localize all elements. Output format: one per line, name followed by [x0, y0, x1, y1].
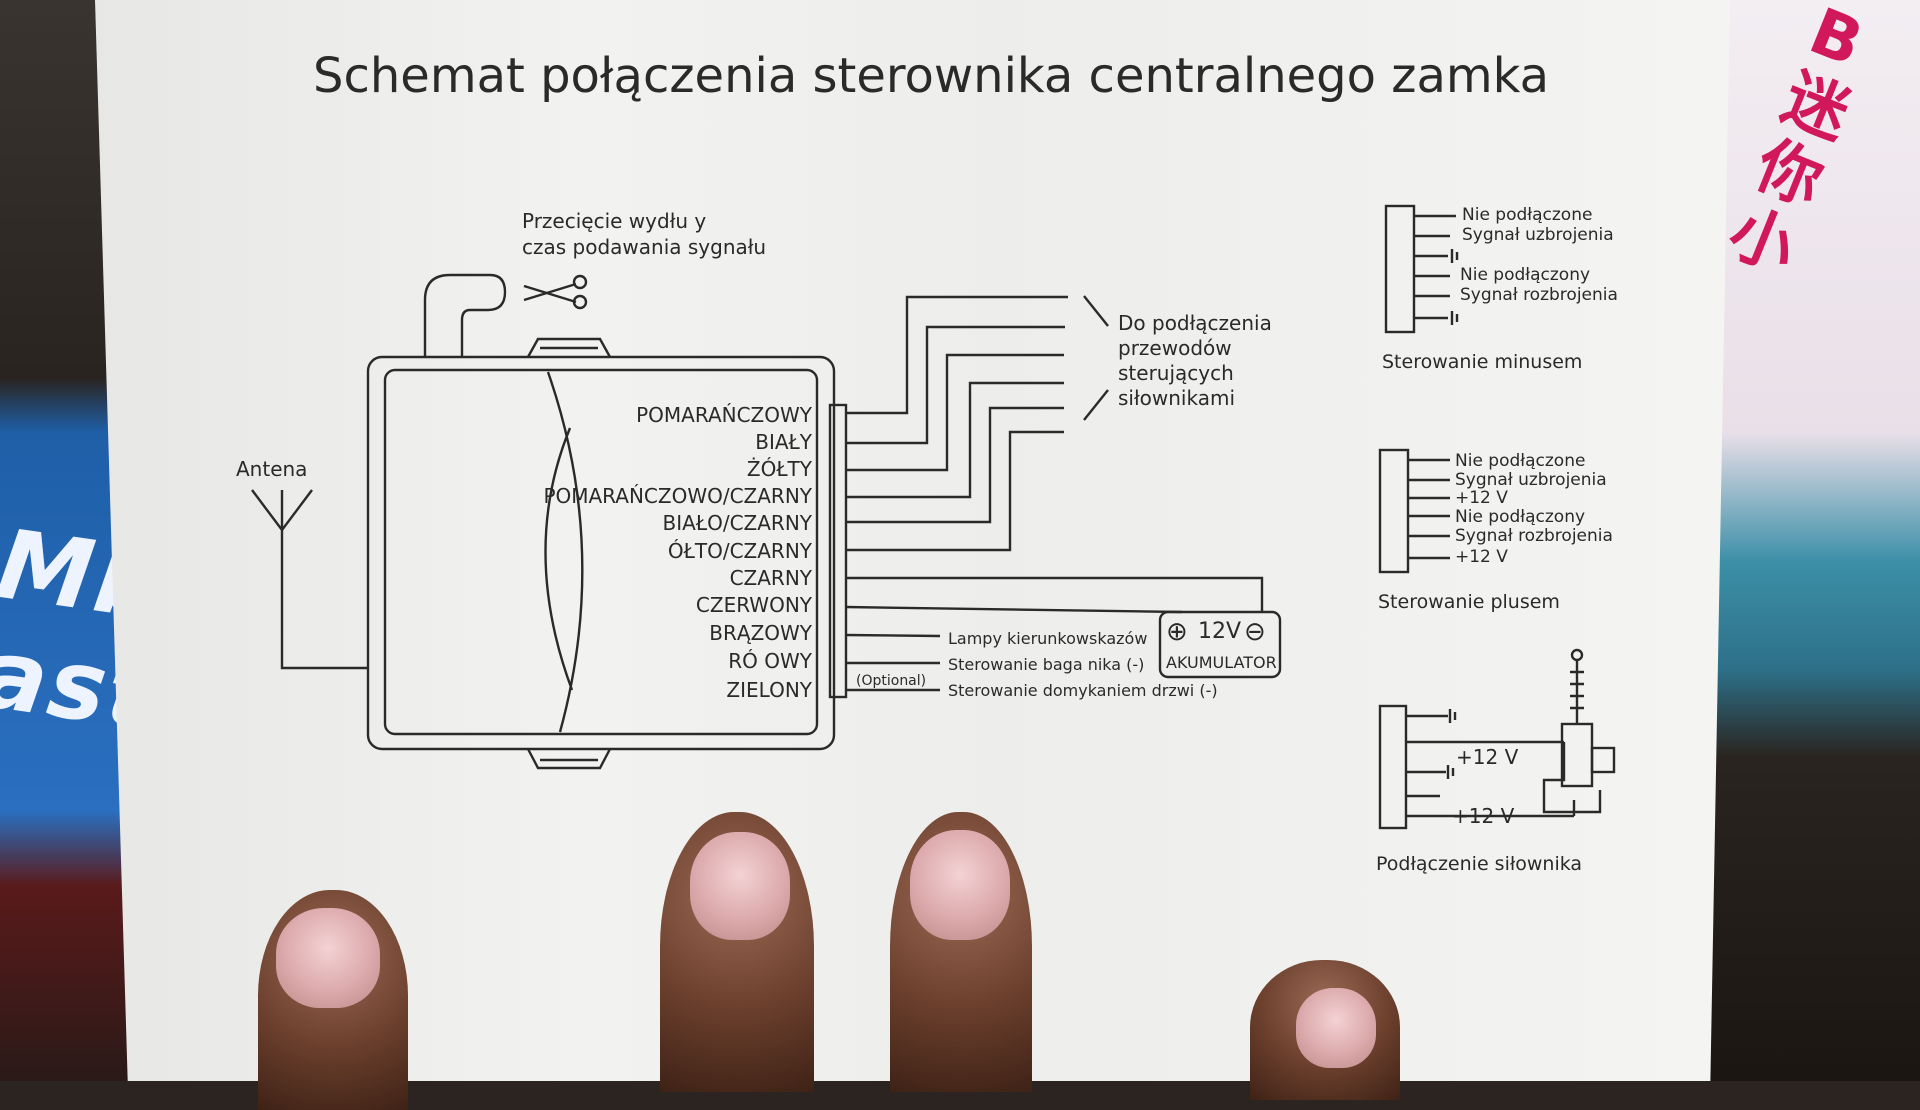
battery-box — [1158, 610, 1282, 679]
fingernail-3 — [910, 830, 1010, 940]
wire-label-orange: POMARAŃCZOWY — [636, 403, 813, 427]
plus-panel-caption: Sterowanie plusem — [1378, 591, 1560, 613]
actuator-panel-block — [1378, 704, 1408, 830]
minus-panel-leads — [1414, 214, 1456, 320]
minus-panel-ground-2 — [1450, 311, 1459, 325]
scissors-icon — [523, 282, 577, 304]
wire-orange — [846, 295, 1068, 415]
actuator-tab — [1590, 746, 1616, 774]
controller-box-inner — [383, 368, 819, 736]
lamps-label: Lampy kierunkowskazów — [948, 629, 1147, 648]
scissors-ring-bottom — [572, 294, 588, 310]
minus-panel-line-4: Sygnał rozbrojenia — [1460, 285, 1618, 305]
wire-yellow — [846, 353, 1064, 472]
optional-label: (Optional) — [856, 673, 926, 689]
wire-connector — [828, 403, 848, 699]
battery-label: AKUMULATOR — [1166, 653, 1277, 672]
plus-panel-leads — [1408, 458, 1450, 560]
antenna — [251, 489, 368, 670]
wire-label-orange-black: POMARAŃCZOWO/CZARNY — [543, 484, 812, 508]
actuator-wires — [1542, 742, 1602, 816]
wire-label-yellow: ŻÓŁTY — [747, 457, 813, 481]
cut-note-line-1: Przecięcie wydłu y — [522, 209, 706, 233]
battery-minus-icon: ⊖ — [1244, 617, 1266, 647]
plus-panel-block — [1378, 448, 1410, 574]
controller-box-outer — [366, 355, 836, 751]
mount-bracket-bottom — [526, 748, 612, 770]
wire-label-black: CZARNY — [730, 566, 813, 590]
cut-loop — [423, 273, 507, 357]
minus-panel-line-2: Sygnał uzbrojenia — [1462, 225, 1614, 245]
plus-panel-line-6: +12 V — [1455, 547, 1508, 567]
wire-label-white: BIAŁY — [755, 430, 813, 454]
wire-label-green: ZIELONY — [726, 678, 812, 702]
wiring-diagram: Schemat połączenia sterownika centralneg… — [0, 0, 1920, 1081]
diagram-title: Schemat połączenia sterownika centralneg… — [313, 48, 1549, 104]
plus-panel-line-4: Nie podłączony — [1455, 507, 1585, 527]
actuator-panel-leads — [1406, 714, 1574, 818]
actuator-panel-voltage-1: +12 V — [1456, 745, 1519, 769]
wire-label-red: CZERWONY — [696, 593, 813, 617]
actuator-panel-voltage-2: +12 V — [1452, 804, 1515, 828]
actuator-panel-caption: Podłączenie siłownika — [1376, 853, 1582, 875]
wire-label-brown: BRĄZOWY — [709, 621, 813, 645]
actuator-panel-ground-2 — [1446, 765, 1455, 779]
fingernail-1 — [276, 908, 380, 1008]
actuator-panel-ground-1 — [1448, 709, 1457, 723]
controller-inner-curve-b — [544, 427, 574, 691]
controller-inner-curve-a — [546, 371, 584, 733]
wire-brown — [845, 633, 941, 638]
plus-panel-line-5: Sygnał rozbrojenia — [1455, 526, 1613, 546]
cut-note-line-2: czas podawania sygnału — [522, 235, 766, 259]
actuator-note-line-1: Do podłączenia — [1118, 311, 1272, 335]
mount-bracket-top — [526, 337, 612, 358]
actuator-note-line-2: przewodów — [1118, 336, 1232, 360]
fingernail-4 — [1296, 988, 1376, 1068]
scissors-ring-top — [572, 274, 588, 290]
wire-label-white-black: BIAŁO/CZARNY — [663, 511, 813, 535]
actuator-note-line-3: sterujących — [1118, 361, 1234, 385]
wire-orange-black — [846, 381, 1064, 499]
battery-plus-icon: ⊕ — [1166, 617, 1188, 647]
plus-panel-line-2: Sygnał uzbrojenia — [1455, 470, 1607, 490]
dome-label: Sterowanie domykaniem drzwi (-) — [948, 681, 1218, 700]
minus-panel-line-1: Nie podłączone — [1462, 205, 1592, 225]
note-bracket — [1083, 295, 1109, 421]
wire-white — [846, 325, 1065, 445]
minus-panel-block — [1384, 204, 1416, 334]
wire-label-yellow-black: ÓŁTO/CZARNY — [668, 539, 813, 563]
plus-panel-line-1: Nie podłączone — [1455, 451, 1585, 471]
antenna-label: Antena — [236, 457, 307, 481]
fingernail-2 — [690, 832, 790, 940]
plus-panel-line-3: +12 V — [1455, 488, 1508, 508]
wire-red — [845, 605, 1183, 614]
wire-white-black — [846, 406, 1064, 524]
trunk-label: Sterowanie baga nika (-) — [948, 655, 1144, 674]
wire-yellow-black — [846, 430, 1064, 552]
wire-label-pink: RÓ OWY — [728, 649, 813, 673]
actuator-note-line-4: siłownikami — [1118, 386, 1235, 410]
actuator-rod-tip — [1570, 648, 1584, 662]
actuator-body — [1560, 722, 1594, 788]
battery-voltage: 12V — [1198, 619, 1241, 644]
actuator-rod — [1570, 660, 1584, 724]
wire-black — [846, 576, 1264, 612]
minus-panel-line-3: Nie podłączony — [1460, 265, 1590, 285]
minus-panel-caption: Sterowanie minusem — [1382, 351, 1582, 373]
minus-panel-ground-1 — [1450, 249, 1459, 263]
